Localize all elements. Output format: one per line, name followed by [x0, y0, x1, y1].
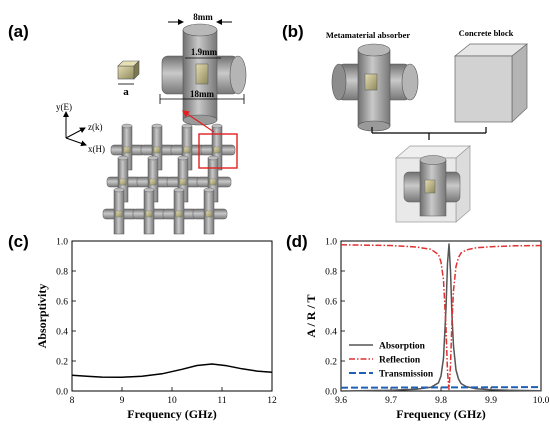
y-axis-label: A / R / T: [304, 294, 318, 337]
lattice-cube: [175, 210, 183, 218]
small-cube: [117, 60, 140, 80]
x-tick-label: 9.6: [335, 396, 347, 406]
x-tick-label: 9.8: [435, 396, 447, 406]
y-tick-label: 0.4: [325, 328, 337, 338]
combine-bracket: [371, 127, 487, 140]
x-tick-label: 10.0: [533, 396, 550, 406]
y-tick-label: 0.6: [56, 298, 68, 308]
y-tick-label: 0.2: [56, 358, 68, 368]
x-axis-label: Frequency (GHz): [396, 407, 485, 421]
lattice-cube: [123, 146, 131, 154]
lattice-rod-cap: [181, 123, 193, 129]
x-tick-label: 9: [120, 396, 125, 406]
cross-unit-cell: [161, 23, 247, 126]
y-tick-label: 0.6: [325, 298, 337, 308]
y-tick-label: 0.8: [325, 268, 337, 278]
dim-8mm: 8mm: [193, 12, 213, 22]
legend-label-2: Transmission: [379, 370, 434, 380]
x-tick-label: 8: [70, 396, 75, 406]
panel-d-label: (d): [286, 232, 308, 251]
y-tick-label: 0.0: [56, 388, 68, 398]
lattice-cube: [179, 178, 187, 186]
lattice-rod-cap: [211, 123, 223, 129]
x-tick-label: 9.7: [385, 396, 397, 406]
concrete-title: Concrete block: [459, 28, 514, 38]
y-axis-label: Absorptivity: [35, 284, 49, 349]
lattice-cube: [149, 178, 157, 186]
y-tick-label: 1.0: [325, 238, 337, 248]
y-tick-label: 0.4: [56, 328, 68, 338]
lattice-rod-cap: [151, 123, 163, 129]
lattice-rod-cap: [177, 155, 189, 161]
lattice-cube: [145, 210, 153, 218]
lattice-cube: [183, 146, 191, 154]
y-tick-label: 0.8: [56, 268, 68, 278]
panel-b-label: (b): [282, 22, 304, 41]
lattice-cube: [205, 210, 213, 218]
dim-18mm: 18mm: [190, 89, 214, 99]
series-line-0: [71, 363, 273, 378]
legend-label-0: Absorption: [379, 342, 426, 352]
lattice-rod-cap: [147, 155, 159, 161]
x-tick-label: 12: [267, 396, 277, 406]
axis-x-label: x(H): [88, 144, 105, 154]
embedded-absorber: [395, 145, 471, 223]
y-tick-label: 1.0: [56, 238, 68, 248]
x-tick-label: 10: [167, 396, 177, 406]
series-line-2: [340, 386, 542, 389]
lattice-cube: [119, 178, 127, 186]
dim-1-9mm: 1.9mm: [191, 47, 218, 57]
cube-label-a: a: [123, 86, 129, 98]
series-line-1: [340, 244, 542, 391]
highlight-box: [198, 133, 238, 169]
panel-a-label: (a): [8, 22, 29, 41]
lattice-rod-cap: [173, 187, 185, 193]
axis-y-label: y(E): [56, 102, 72, 112]
lattice-rod-cap: [207, 155, 219, 161]
lattice-rod-cap: [143, 187, 155, 193]
axis-z-label: z(k): [88, 122, 103, 132]
x-tick-label: 9.9: [485, 396, 497, 406]
lattice-rod-cap: [113, 187, 125, 193]
absorber-cross: [331, 43, 419, 132]
lattice-cube: [153, 146, 161, 154]
concrete-block: [454, 43, 528, 123]
y-tick-label: 0.2: [325, 358, 337, 368]
x-tick-label: 11: [217, 396, 226, 406]
legend-label-1: Reflection: [379, 356, 421, 366]
lattice-cube: [115, 210, 123, 218]
coordinate-axes: [63, 111, 87, 147]
panel-c-label: (c): [8, 232, 29, 251]
x-axis-label: Frequency (GHz): [127, 407, 216, 421]
y-tick-label: 0.0: [325, 388, 337, 398]
absorber-title: Metamaterial absorber: [326, 30, 410, 40]
lattice-rod-cap: [203, 187, 215, 193]
lattice-cube: [209, 178, 217, 186]
lattice-rod-cap: [117, 155, 129, 161]
metamaterial-array: [102, 123, 236, 235]
lattice-rod-cap: [121, 123, 133, 129]
series-line-0: [340, 243, 542, 392]
lattice-cube: [213, 146, 221, 154]
